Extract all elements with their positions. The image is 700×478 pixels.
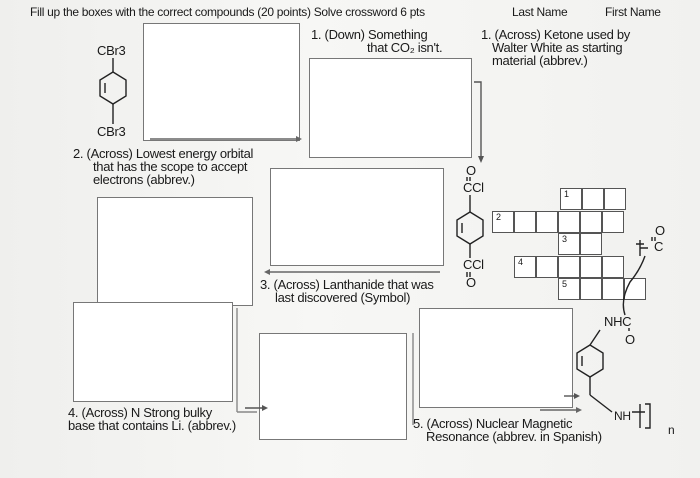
crossword-cell[interactable] bbox=[580, 256, 602, 278]
crossword-cell[interactable]: 2 bbox=[492, 211, 514, 233]
clue-1-across-line-2: Walter White as starting bbox=[492, 40, 623, 55]
clue-2-line-3: electrons (abbrev.) bbox=[93, 172, 195, 187]
answer-box-2[interactable] bbox=[309, 58, 472, 158]
crossword-cell[interactable] bbox=[514, 211, 536, 233]
crossword-cell[interactable] bbox=[580, 211, 602, 233]
clue-1-down-line-2: that CO₂ isn't. bbox=[367, 40, 443, 55]
crossword-cell[interactable] bbox=[580, 278, 602, 300]
cbr3-top-label: CBr3 bbox=[97, 43, 126, 58]
clue-5-line-2: Resonance (abbrev. in Spanish) bbox=[426, 429, 602, 444]
crossword-cell[interactable] bbox=[604, 188, 626, 210]
clue-1-across-line-1: 1. (Across) Ketone used by bbox=[481, 27, 631, 42]
answer-box-6[interactable] bbox=[259, 333, 407, 440]
benzene-ring-right bbox=[576, 237, 656, 429]
clue-number-2: 2 bbox=[496, 212, 502, 222]
answer-box-3[interactable] bbox=[270, 168, 444, 266]
instructions: Fill up the boxes with the correct compo… bbox=[30, 5, 425, 19]
answer-box-5[interactable] bbox=[73, 302, 233, 402]
right-c-label: C bbox=[654, 239, 664, 254]
crossword-cell[interactable] bbox=[558, 256, 580, 278]
crossword-cell[interactable]: 3 bbox=[558, 233, 580, 255]
crossword-cell[interactable] bbox=[602, 211, 624, 233]
right-o-label: O bbox=[655, 223, 665, 238]
clue-3-line-1: 3. (Across) Lanthanide that was bbox=[260, 277, 434, 292]
clue-4-line-1: 4. (Across) N Strong bulky bbox=[68, 405, 212, 420]
first-name-label: First Name bbox=[605, 5, 661, 19]
acyl-bottom-ccl-label: CCl bbox=[463, 257, 484, 272]
amide-nhc-label: NHC bbox=[604, 314, 632, 329]
crossword-cell[interactable] bbox=[602, 256, 624, 278]
acyl-top-ccl-label: CCl bbox=[463, 180, 484, 195]
crossword-cell[interactable]: 5 bbox=[558, 278, 580, 300]
amide-o-label: O bbox=[625, 332, 635, 347]
crossword-cell[interactable] bbox=[602, 278, 624, 300]
clue-2-line-1: 2. (Across) Lowest energy orbital bbox=[73, 146, 254, 161]
clue-3-line-2: last discovered (Symbol) bbox=[275, 290, 411, 305]
answer-box-7[interactable] bbox=[419, 308, 573, 408]
benzene-ring-left bbox=[99, 58, 127, 124]
cbr3-bottom-label: CBr3 bbox=[97, 124, 126, 139]
crossword-cell[interactable] bbox=[582, 188, 604, 210]
clue-1-across-line-3: material (abbrev.) bbox=[492, 53, 588, 68]
clue-4-line-2: base that contains Li. (abbrev.) bbox=[68, 418, 236, 433]
last-name-label: Last Name bbox=[512, 5, 568, 19]
benzene-ring-middle bbox=[456, 177, 484, 277]
answer-box-1[interactable] bbox=[143, 23, 300, 141]
crossword-cell[interactable]: 1 bbox=[560, 188, 582, 210]
crossword-cell[interactable] bbox=[558, 211, 580, 233]
clue-1-down-line-1: 1. (Down) Something bbox=[311, 27, 428, 42]
clue-number-5: 5 bbox=[562, 279, 568, 289]
crossword-cell[interactable]: 4 bbox=[514, 256, 536, 278]
clue-5-line-1: 5. (Across) Nuclear Magnetic bbox=[413, 416, 573, 431]
subscript-n-label: n bbox=[668, 423, 675, 437]
clue-2-line-2: that has the scope to accept bbox=[93, 159, 248, 174]
nh-label: NH bbox=[614, 409, 631, 423]
crossword-cell[interactable] bbox=[536, 256, 558, 278]
clue-number-4: 4 bbox=[518, 257, 524, 267]
acyl-bottom-o-label: O bbox=[466, 275, 476, 290]
crossword-cell[interactable] bbox=[536, 211, 558, 233]
crossword-cell[interactable] bbox=[580, 233, 602, 255]
acyl-top-o-label: O bbox=[466, 163, 476, 178]
clue-number-3: 3 bbox=[562, 234, 568, 244]
clue-number-1: 1 bbox=[564, 189, 570, 199]
